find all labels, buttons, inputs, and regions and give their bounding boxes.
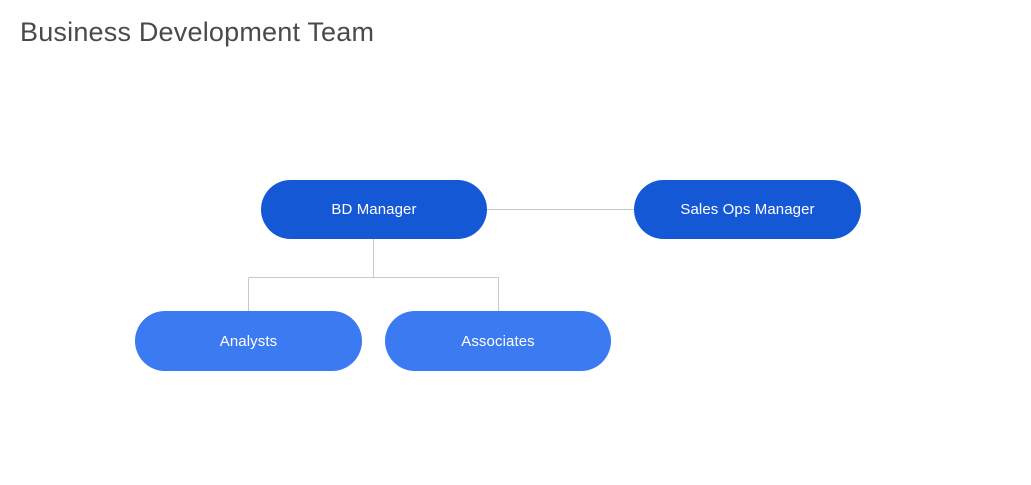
node-label: Analysts <box>219 332 278 350</box>
node-label: BD Manager <box>331 201 417 218</box>
page-title: Business Development Team <box>20 17 375 47</box>
node-label: Sales Ops Manager <box>680 201 815 218</box>
node-bd-manager[interactable]: BD Manager <box>261 180 487 239</box>
node-sales-ops-manager[interactable]: Sales Ops Manager <box>634 180 861 239</box>
node-label: Associates <box>461 332 535 350</box>
node-associates[interactable]: Associates <box>385 311 611 371</box>
node-analysts[interactable]: Analysts <box>135 311 362 371</box>
